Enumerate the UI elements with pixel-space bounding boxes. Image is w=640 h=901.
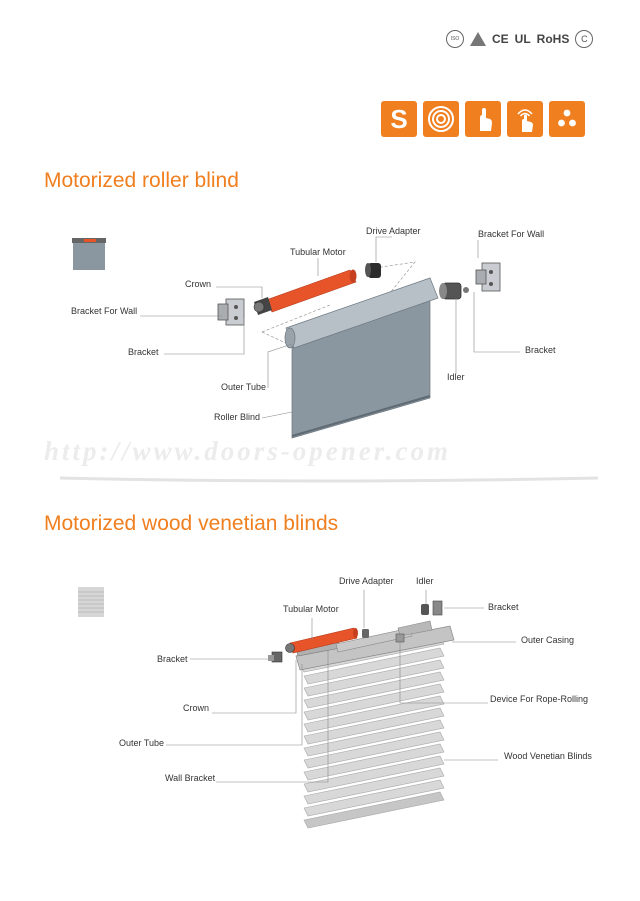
roller-label-bracket-right: Bracket: [525, 345, 556, 355]
venetian-slats: [299, 635, 445, 829]
ul-mark: UL: [514, 32, 531, 46]
roller-blind-fabric: [284, 277, 439, 439]
venetian-leader-lines: [166, 590, 516, 783]
iso-mark-icon: ISO: [446, 30, 464, 48]
venetian-label-crown: Crown: [183, 703, 210, 713]
roller-label-bracket-for-wall-right: Bracket For Wall: [478, 229, 545, 239]
venetian-label-outer-casing: Outer Casing: [521, 635, 575, 645]
venetian-label-bracket-right: Bracket: [488, 602, 519, 612]
venetian-thumbnail: [78, 587, 104, 617]
three-dot-remote-icon: [549, 101, 585, 137]
venetian-section-title: Motorized wood venetian blinds: [44, 512, 339, 535]
s-switch-icon: S: [381, 101, 417, 137]
ce-mark: CE: [492, 32, 509, 46]
venetian-label-drive-adapter: Drive Adapter: [339, 576, 394, 586]
wireless-touch-icon: [507, 101, 543, 137]
roller-label-bracket-left: Bracket: [128, 347, 159, 357]
rf-remote-icon: [423, 101, 459, 137]
rohs-mark: RoHS: [536, 32, 570, 46]
roller-section-title: Motorized roller blind: [44, 169, 239, 192]
roller-label-drive-adapter: Drive Adapter: [366, 226, 421, 236]
roller-tubular-motor: [253, 269, 357, 315]
watermark-url: http://www.doors-opener.com: [44, 436, 452, 466]
watermark-underline: [59, 476, 599, 483]
roller-label-crown: Crown: [185, 279, 212, 289]
roller-leader-lines: [140, 236, 520, 419]
venetian-label-outer-tube: Outer Tube: [119, 738, 165, 748]
venetian-label-wood-blinds: Wood Venetian Blinds: [504, 751, 592, 761]
roller-label-roller-blind: Roller Blind: [214, 412, 261, 422]
venetian-label-tubular-motor: Tubular Motor: [283, 604, 339, 614]
venetian-label-idler: Idler: [416, 576, 434, 586]
roller-label-bracket-for-wall-left: Bracket For Wall: [71, 306, 138, 316]
venetian-label-bracket-left: Bracket: [157, 654, 188, 664]
venetian-left-bracket: [268, 651, 283, 663]
venetian-idler-bracket: [421, 600, 443, 616]
hand-touch-icon: [465, 101, 501, 137]
tuv-triangle-icon: [470, 32, 486, 46]
c-mark-icon: C: [575, 30, 594, 48]
venetian-tubular-motor: [285, 627, 358, 654]
roller-label-idler: Idler: [447, 372, 465, 382]
roller-idler: [439, 282, 469, 300]
roller-drive-adapter: [365, 263, 381, 278]
control-icons: S: [381, 101, 585, 137]
venetian-label-wall-bracket: Wall Bracket: [165, 773, 216, 783]
roller-label-tubular-motor: Tubular Motor: [290, 247, 346, 257]
roller-right-bracket: [475, 262, 501, 292]
roller-blind-thumbnail: [72, 238, 106, 270]
certification-marks: ISO CE UL RoHS C: [446, 30, 594, 48]
venetian-drive-adapter: [362, 629, 369, 638]
venetian-label-device-rope: Device For Rope-Rolling: [490, 694, 589, 704]
roller-left-bracket: [217, 298, 245, 326]
roller-label-outer-tube: Outer Tube: [221, 382, 267, 392]
